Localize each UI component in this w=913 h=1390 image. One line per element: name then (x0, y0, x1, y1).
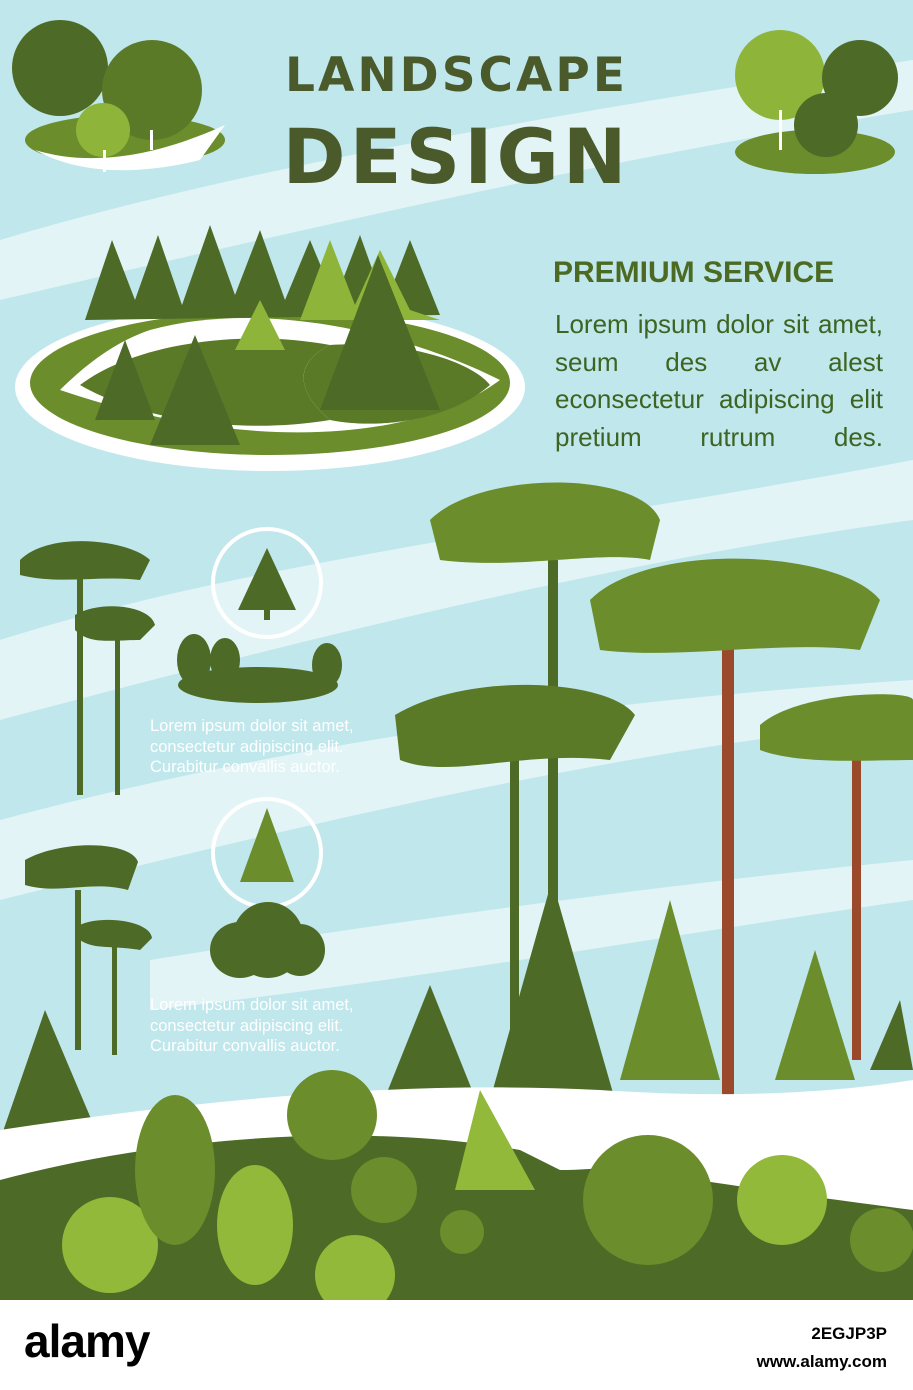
tree-cluster-top-right (735, 30, 898, 174)
feature-1-line-3: Curabitur convallis auctor. (150, 758, 340, 776)
poster-artwork (0, 20, 913, 1300)
spruce-row (0, 880, 913, 1140)
feature-1-text: Lorem ipsum dolor sit amet, consectetur … (150, 716, 354, 778)
pine-silhouettes-left (20, 541, 155, 1055)
feature-1-line-2: consectetur adipiscing elit. (150, 737, 344, 756)
tree-cluster-top-left (12, 20, 225, 172)
subtitle-premium-service: PREMIUM SERVICE (553, 256, 835, 289)
feature-2-line-1: Lorem ipsum dolor sit amet, (150, 996, 354, 1014)
stock-footer: alamy 2EGJP3P www.alamy.com (0, 1300, 913, 1390)
title-landscape: LANDSCAPE (285, 48, 628, 103)
feature-1-line-1: Lorem ipsum dolor sit amet, (150, 717, 354, 735)
foreground-bushes (62, 1070, 913, 1300)
intro-paragraph: Lorem ipsum dolor sit amet, seum des av … (555, 309, 883, 452)
image-id: 2EGJP3P (811, 1324, 887, 1343)
tall-pines (395, 482, 913, 1120)
feature-2-line-3: Curabitur convallis auctor. (150, 1037, 340, 1055)
brand-logo: alamy (24, 1315, 150, 1367)
feature-2-line-2: consectetur adipiscing elit. (150, 1016, 344, 1035)
poster: LANDSCAPE DESIGN PREMIUM SERVICE Lorem i… (0, 0, 913, 1300)
forest-island (15, 225, 525, 471)
title-design: DESIGN (282, 112, 631, 201)
feature-icons (177, 527, 342, 978)
site-url[interactable]: www.alamy.com (756, 1352, 887, 1371)
feature-2-text: Lorem ipsum dolor sit amet, consectetur … (150, 995, 354, 1057)
